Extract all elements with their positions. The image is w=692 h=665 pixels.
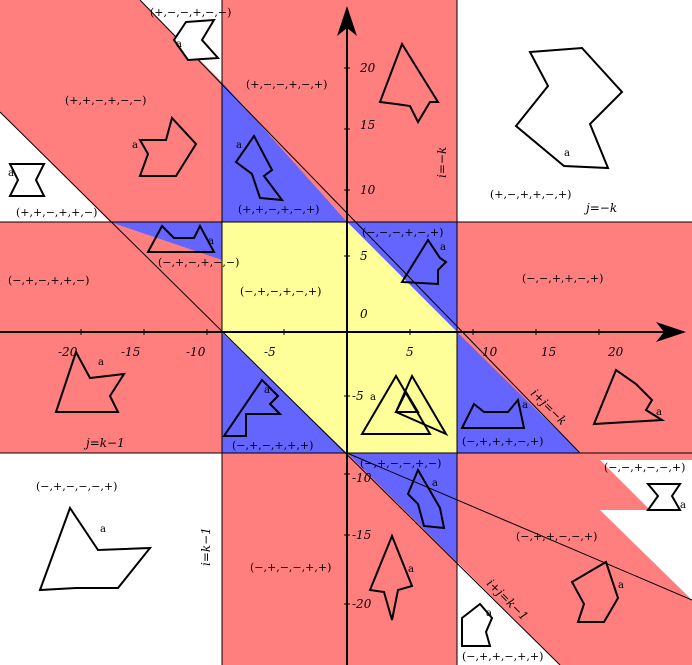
shape-blue-lower-left [222,378,283,437]
shape-marker-a: a [618,580,624,591]
y-tick-label: 0 [360,307,368,321]
region-label: (−,+,−,+,+,+) [232,439,313,452]
shape-right [592,368,666,426]
y-tick-label: -10 [352,471,372,485]
shape-marker-a: a [522,400,528,411]
x-tick-labels: -20 -15 -10 -5 5 10 15 20 [58,345,624,359]
shape-marker-a: a [656,407,662,418]
shape-marker-a: a [100,524,106,535]
region-label: (−,+,−,−,+,−) [360,457,441,470]
shape-right-bowtie [645,483,682,511]
x-tick-label: 5 [406,345,414,359]
shape-marker-a: a [236,140,242,151]
region-right-band [457,222,692,332]
region-label: (−,+,+,−,−,+) [516,530,597,543]
shape-marker-a: a [98,357,104,368]
shape-marker-a: a [486,608,492,619]
x-tick-label: -20 [58,345,78,359]
diag-mid [0,111,561,665]
region-label: (+,+,−,+,−,+) [238,203,319,216]
region-label: (−,−,+,−,−,+) [604,461,685,474]
x-tick-label: -10 [186,345,206,359]
y-tick-labels: 20 15 10 5 0 -5 -10 -15 -20 [352,61,376,611]
x-tick-label: -5 [264,345,276,359]
region-blue-6 [347,453,457,562]
shape-blue-upper [234,134,285,202]
shape-yellow-small-triangle [394,389,420,413]
region-label: (+,+,−,+,−,−) [65,94,146,107]
region-label: (−,+,+,+,−,+) [462,435,543,448]
shape-left-bowtie [8,163,46,197]
x-ticks [80,329,600,335]
axes [0,6,686,665]
eq-i-minus-k: i=−k [435,147,449,178]
shape-blue-left [146,223,216,253]
y-tick-label: -20 [352,597,372,611]
shape-upper-left [138,115,198,177]
shape-bottom-left [38,505,153,592]
shape-blue-upper-right [400,238,448,286]
shape-blue-right [460,397,526,429]
region-label: (+,+,−,+,+,−) [16,206,97,219]
region-blue-5 [457,332,580,453]
shapes [8,18,682,647]
region-label: (−,+,−,−,+,+) [250,561,331,574]
shape-marker-a: a [132,140,138,151]
shape-marker-a: a [432,478,438,489]
region-labels: (+,−,−,+,−,−) (+,+,−,+,−,−) (+,−,−,+,−,+… [8,6,685,663]
region-label: (−,+,−,+,+,−) [8,274,89,287]
shape-top-right [514,46,624,170]
eq-j-minus-k: j=−k [583,201,617,215]
shape-marker-a: a [440,242,446,253]
shape-marker-a: a [264,385,270,396]
diag-upper [139,0,581,454]
region-label: (+,−,−,+,−,−) [150,6,231,19]
diag-lower [346,452,692,601]
shape-left-lower [54,349,126,413]
y-ticks [344,67,350,605]
shape-bottom-center-arrow [368,533,414,621]
eq-j-k-minus-1: j=k−1 [83,436,125,450]
shape-marker-a: a [408,564,414,575]
region-label: (−,+,−,+,−,+) [240,285,321,298]
x-axis-arrow [656,322,686,342]
y-axis-arrow [337,6,357,36]
region-label: (−,+,−,−,−,+) [36,480,117,493]
region-yellow-upper [222,222,457,332]
shape-top-small [172,18,221,62]
region-label: (−,+,+,−,+,+) [462,650,543,663]
shape-bottom-right [570,560,620,623]
y-tick-label: -15 [352,528,371,542]
shape-marker-a: a [8,168,14,179]
x-tick-label: 20 [607,345,624,359]
region-label: (−,−,−,+,−,+) [362,226,443,239]
shape-marker-a: a [176,39,182,50]
y-tick-label: 15 [360,118,375,132]
shape-blue-lower [406,467,446,530]
y-tick-label: 5 [360,249,368,263]
y-tick-label: 20 [359,61,376,75]
region-label: (+,−,−,+,−,+) [246,78,327,91]
shape-marker-a: a [564,148,570,159]
region-blue-2 [110,222,222,260]
x-tick-label: 10 [482,345,498,359]
shape-top-center-arrow [378,41,440,125]
shape-marker-a: a [370,392,376,403]
region-right-lower [457,332,692,460]
shape-marker-a: a [208,236,214,247]
region-label: (−,−,+,+,−,+) [522,272,603,285]
y-tick-label: -5 [352,389,364,403]
shape-bottom-small [461,602,494,647]
region-yellow-lower [347,332,457,453]
shape-marker-a: a [680,500,686,511]
shape-markers: a a a a a a a a a a a a a a a a a a [8,39,686,619]
region-left-band [0,222,222,453]
region-label: (+,−,+,+,−,+) [490,188,571,201]
eq-i-k-minus-1: i=k−1 [199,527,213,566]
region-label: (−,+,−,+,−,−) [158,256,239,269]
x-tick-label: 15 [541,345,556,359]
y-tick-label: 10 [360,183,376,197]
x-tick-label: -15 [121,345,140,359]
